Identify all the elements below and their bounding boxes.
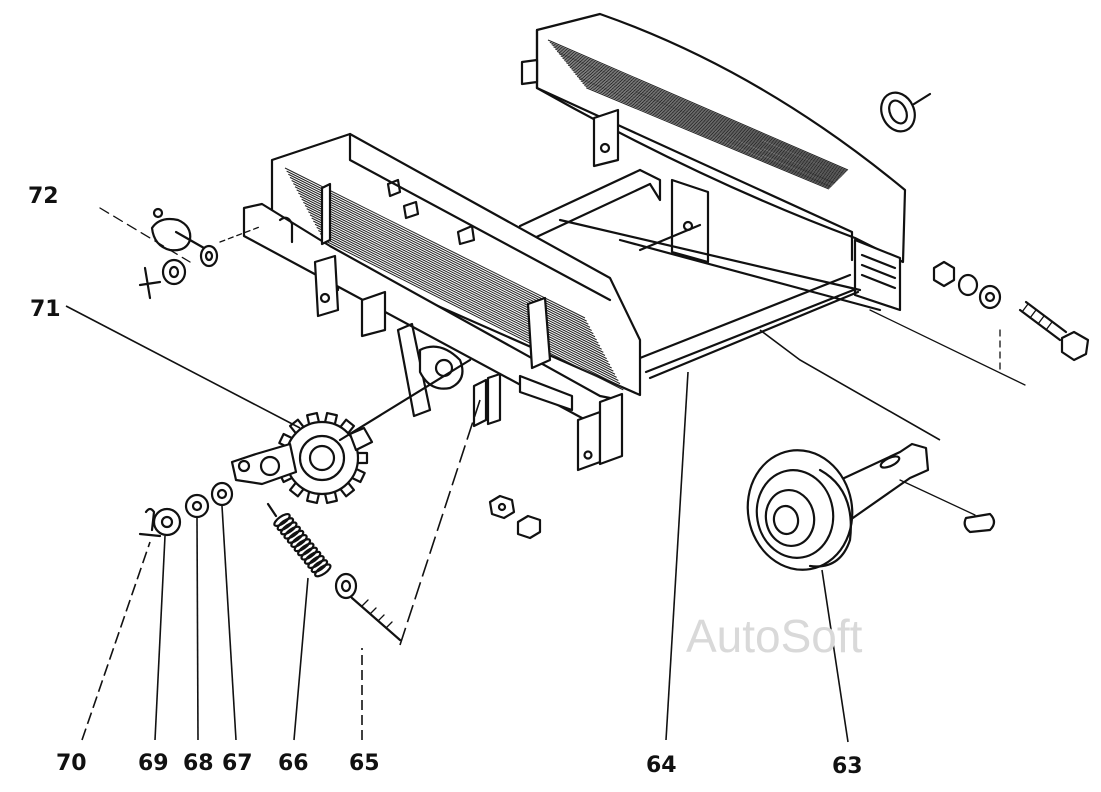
callout-labels: 72 71 70 69 68 67 66 65 64 63 (28, 184, 863, 779)
callout-65: 65 (349, 751, 380, 776)
callout-72: 72 (28, 184, 59, 209)
callout-69: 69 (138, 751, 169, 776)
callout-63: 63 (832, 754, 863, 779)
washer-stack (138, 481, 234, 538)
hex-nuts (488, 494, 542, 540)
leader-lines (65, 305, 941, 743)
part-72-pin-assembly (99, 207, 263, 300)
rear-backrest-panel (520, 12, 907, 312)
part-64-rod (648, 290, 860, 380)
part-65-eye-bolt (334, 572, 402, 642)
callout-71: 71 (30, 297, 61, 322)
callout-66: 66 (278, 751, 309, 776)
callout-68: 68 (183, 751, 214, 776)
frame-rails (518, 168, 882, 374)
part-66-spring (266, 502, 332, 578)
callout-70: 70 (56, 751, 87, 776)
front-seat-box (242, 132, 642, 472)
callout-67: 67 (222, 751, 253, 776)
part-71-sprocket-tensioner (230, 358, 472, 505)
callout-64: 64 (646, 753, 677, 778)
watermark-text: AutoSoft (686, 610, 863, 662)
part-63-knob-shaft (746, 442, 996, 571)
right-side-bolt-set (869, 91, 1090, 386)
